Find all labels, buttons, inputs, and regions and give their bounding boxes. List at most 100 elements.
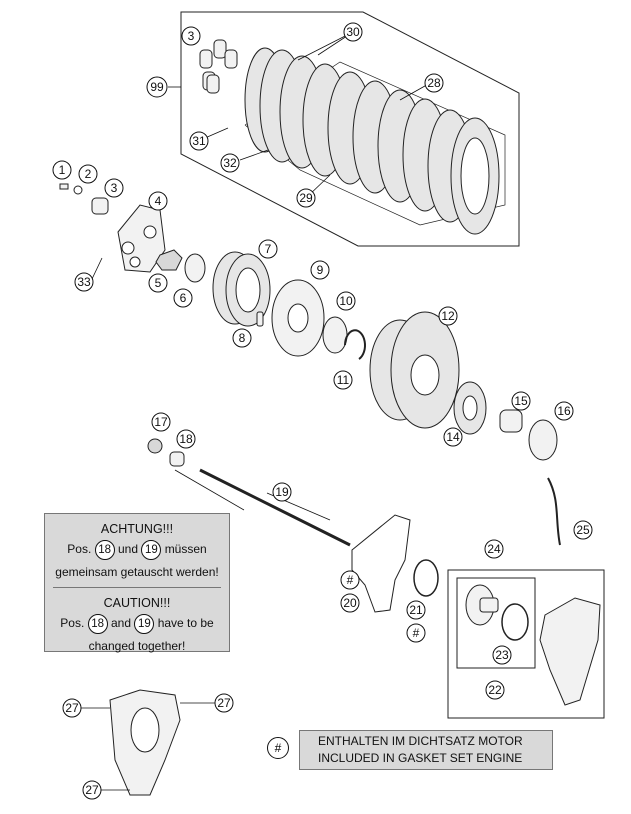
svg-text:9: 9 (317, 263, 324, 277)
note-line-de-2: gemeinsam getauscht werden! (55, 565, 219, 579)
svg-text:19: 19 (275, 485, 289, 499)
svg-text:27: 27 (217, 696, 231, 710)
callout-7: 7 (258, 239, 278, 259)
callout-27-right: 27 (214, 693, 234, 713)
screw-washer-spring (59, 183, 109, 215)
svg-text:12: 12 (441, 309, 455, 323)
svg-text:8: 8 (239, 331, 246, 345)
washer-6 (184, 253, 206, 283)
svg-text:5: 5 (155, 276, 162, 290)
callout-15: 15 (511, 391, 531, 411)
callout-25: 25 (573, 520, 593, 540)
svg-text:2: 2 (85, 167, 92, 181)
svg-text:16: 16 (557, 404, 571, 418)
callout-12: 12 (438, 306, 458, 326)
callout-24: 24 (484, 539, 504, 559)
svg-text:#: # (347, 573, 354, 587)
callout-17: 17 (151, 412, 171, 432)
pressure-plate-9 (271, 279, 325, 357)
callout-21: 21 (406, 600, 426, 620)
svg-text:3: 3 (188, 29, 195, 43)
svg-text:30: 30 (346, 25, 360, 39)
slave-cylinder-body (539, 597, 601, 706)
note-line-en-1: Pos. 18 and 19 have to be (45, 614, 229, 634)
ref-19-de: 19 (141, 540, 162, 560)
discs-grouping-line (244, 61, 506, 226)
hash-marker-20: # (340, 570, 360, 590)
callout-33: 33 (74, 272, 94, 292)
callout-9: 9 (310, 260, 330, 280)
callout-22: 22 (485, 680, 505, 700)
callout-28: 28 (424, 73, 444, 93)
clutch-kit-frame (180, 11, 520, 247)
svg-text:4: 4 (155, 194, 162, 208)
svg-text:18: 18 (179, 432, 193, 446)
svg-text:15: 15 (514, 394, 528, 408)
piston-subframe (456, 577, 536, 669)
svg-text:6: 6 (180, 291, 187, 305)
svg-text:99: 99 (150, 80, 164, 94)
callout-14: 14 (443, 427, 463, 447)
callout-3-loose: 3 (104, 178, 124, 198)
pushrod-19 (199, 468, 351, 547)
callout-4: 4 (148, 191, 168, 211)
slave-piston-22 (465, 584, 499, 626)
callout-16: 16 (554, 401, 574, 421)
callout-29: 29 (296, 188, 316, 208)
note-separator (53, 587, 221, 588)
note-line-de-1: Pos. 18 und 19 müssen (45, 540, 229, 560)
svg-text:21: 21 (409, 603, 423, 617)
svg-text:28: 28 (427, 76, 441, 90)
svg-text:23: 23 (495, 648, 509, 662)
callout-11: 11 (333, 370, 353, 390)
note-title-en: CAUTION!!! (103, 596, 171, 610)
svg-text:24: 24 (487, 542, 501, 556)
washer-16 (528, 419, 558, 461)
callout-5: 5 (148, 273, 168, 293)
needle-bearing-15 (499, 409, 523, 433)
svg-text:10: 10 (339, 294, 353, 308)
ref-19-en: 19 (134, 614, 155, 634)
seal-ring-23 (501, 603, 529, 641)
svg-text:25: 25 (576, 523, 590, 537)
svg-text:17: 17 (154, 415, 168, 429)
legend-line-de: ENTHALTEN IM DICHTSATZ MOTOR (318, 734, 523, 748)
thrust-washer-10 (322, 316, 348, 354)
primary-gear-14 (453, 381, 487, 435)
callout-1: 1 (52, 160, 72, 180)
clutch-springs-kit (199, 39, 238, 94)
legend-hash-symbol: # (267, 737, 289, 759)
svg-text:29: 29 (299, 191, 313, 205)
legend-line-en: INCLUDED IN GASKET SET ENGINE (318, 751, 523, 765)
hash-marker-21: # (406, 623, 426, 643)
note-title-de: ACHTUNG!!! (100, 522, 174, 536)
svg-text:27: 27 (85, 783, 99, 797)
caution-note: ACHTUNG!!! Pos. 18 und 19 müssen gemeins… (44, 513, 230, 653)
hydraulic-hose-25 (547, 477, 561, 546)
slave-cylinder-frame (447, 569, 605, 719)
callout-20: 20 (340, 593, 360, 613)
svg-text:33: 33 (77, 275, 91, 289)
svg-text:1: 1 (59, 163, 66, 177)
nut-5 (155, 249, 183, 271)
circlip-11 (344, 329, 366, 360)
svg-text:31: 31 (192, 134, 206, 148)
bushing-18 (169, 451, 185, 467)
svg-text:14: 14 (446, 430, 460, 444)
o-ring-21 (413, 559, 439, 597)
callout-19: 19 (272, 482, 292, 502)
callout-18: 18 (176, 429, 196, 449)
clutch-discs-stack (244, 47, 500, 235)
pressure-plate-cap (117, 204, 166, 273)
ref-18-de: 18 (94, 540, 115, 560)
callout-99: 99 (146, 76, 168, 98)
legend-box: ENTHALTEN IM DICHTSATZ MOTOR INCLUDED IN… (299, 730, 553, 770)
svg-text:27: 27 (65, 701, 79, 715)
callout-8: 8 (232, 328, 252, 348)
callout-27-bottom: 27 (82, 780, 102, 800)
svg-text:7: 7 (265, 242, 272, 256)
callout-10: 10 (336, 291, 356, 311)
callout-30: 30 (343, 22, 363, 42)
callout-31: 31 (189, 131, 209, 151)
